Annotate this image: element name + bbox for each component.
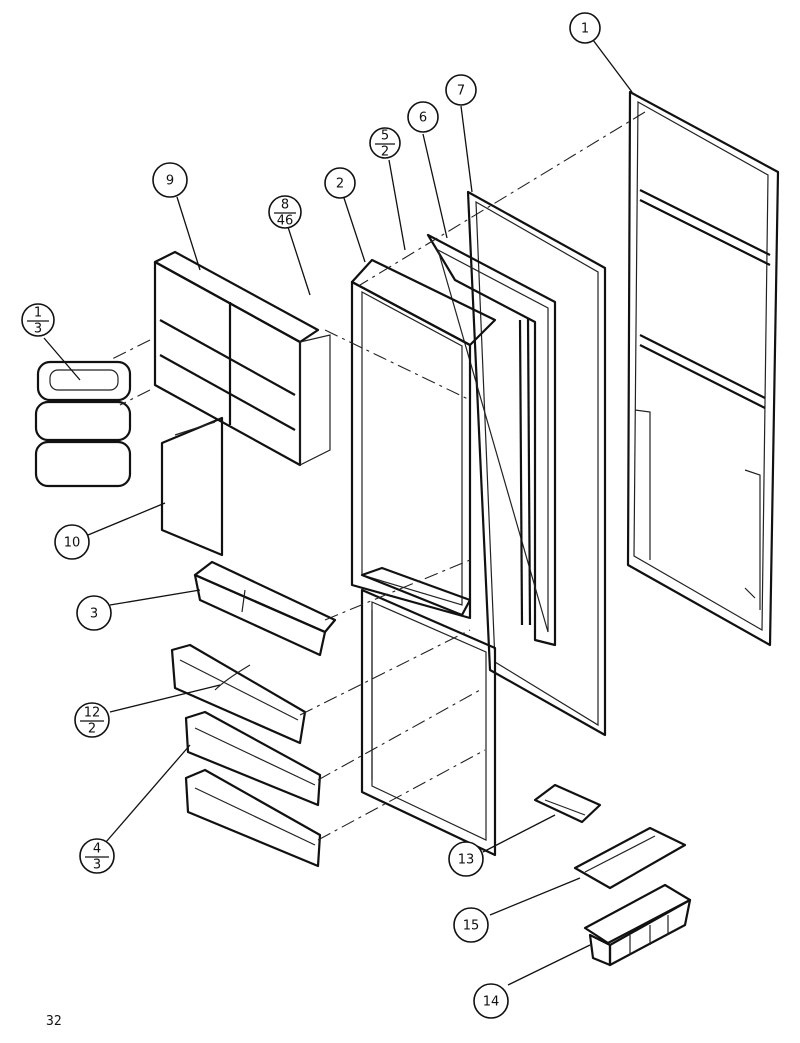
ice-bin [583, 883, 692, 967]
door-gasket [466, 190, 607, 737]
callout-top: 12 [84, 706, 101, 721]
callout-label: 9 [166, 174, 174, 189]
page-number: 32 [46, 1014, 62, 1029]
door-shelves-lower [184, 710, 322, 868]
callout-top: 5 [381, 129, 389, 144]
callout-bottom: 2 [88, 722, 96, 737]
callout-label: 6 [419, 111, 427, 126]
cover-plate [160, 416, 224, 557]
alignment-lines [109, 111, 646, 841]
crisper-containers [34, 360, 132, 488]
callout-7: 7 [445, 74, 477, 106]
callout-1: 1 [569, 12, 601, 44]
callout-8-46: 8 46 [268, 195, 302, 229]
callout-label: 14 [483, 995, 500, 1010]
callout-label: 2 [336, 177, 344, 192]
callout-3: 3 [76, 595, 112, 631]
callout-top: 4 [93, 842, 101, 857]
callout-4-3: 4 3 [79, 838, 115, 874]
callout-top: 8 [281, 198, 289, 213]
callout-2: 2 [324, 167, 356, 199]
ice-bin-cover [573, 826, 687, 890]
egg-tray [533, 783, 602, 824]
callout-label: 3 [90, 607, 98, 622]
callout-label: 15 [463, 919, 480, 934]
leader-lines [43, 39, 633, 986]
callout-10: 10 [54, 524, 90, 560]
callout-bottom: 3 [34, 322, 42, 337]
callout-13: 13 [448, 841, 484, 877]
callout-14: 14 [473, 983, 509, 1019]
door-shelf-upper [170, 643, 307, 745]
door-inner-liner [350, 258, 497, 857]
callout-9: 9 [152, 162, 188, 198]
breaker-frame [426, 233, 557, 647]
callout-label: 7 [457, 84, 465, 99]
callout-bottom: 3 [93, 858, 101, 873]
callout-5-2: 5 2 [369, 127, 401, 160]
door-outer-panel [626, 90, 780, 647]
callout-6: 6 [407, 101, 439, 133]
callout-12-2: 12 2 [74, 702, 110, 738]
callout-bottom: 2 [381, 145, 389, 160]
callout-top: 1 [34, 306, 42, 321]
callout-15: 15 [453, 907, 489, 943]
callout-label: 1 [581, 22, 589, 37]
upper-shelf-frame [153, 250, 331, 467]
callout-1-3: 1 3 [21, 303, 55, 337]
callout-label: 13 [458, 853, 475, 868]
dairy-bin [193, 560, 337, 657]
callout-label: 10 [64, 536, 81, 551]
callout-bottom: 46 [277, 214, 294, 229]
